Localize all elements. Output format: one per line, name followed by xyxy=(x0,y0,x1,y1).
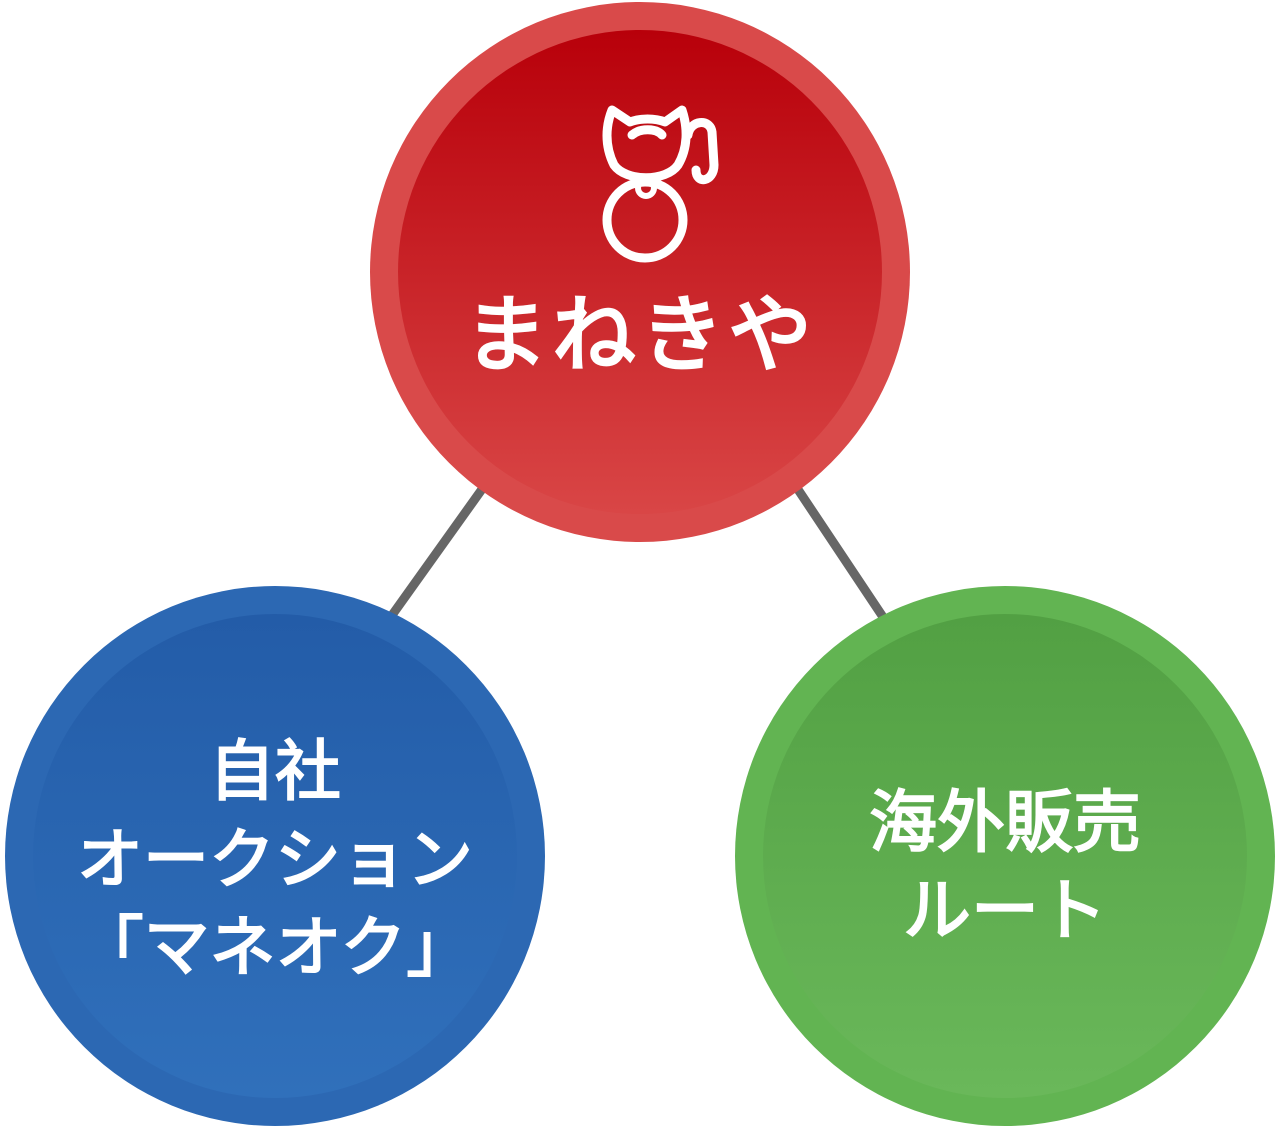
right-node-line-1: 海外販売 xyxy=(868,784,1141,863)
connector-left xyxy=(386,482,489,621)
right-node-line-2: ルート xyxy=(902,872,1107,951)
left-node-line-3: 「マネオク」 xyxy=(77,909,473,986)
connector-right xyxy=(791,482,889,623)
right-node-label: 海外販売 ルート xyxy=(735,780,1275,956)
center-node-title: まねきや xyxy=(463,286,816,384)
center-node xyxy=(370,2,910,542)
left-node-label: 自社 オークション 「マネオク」 xyxy=(5,728,545,992)
maneki-neko-cat-icon xyxy=(602,105,719,263)
right-node xyxy=(735,586,1275,1126)
left-node xyxy=(5,586,545,1126)
left-node-line-1: 自社 xyxy=(209,733,341,810)
left-node-line-2: オークション xyxy=(77,821,473,898)
